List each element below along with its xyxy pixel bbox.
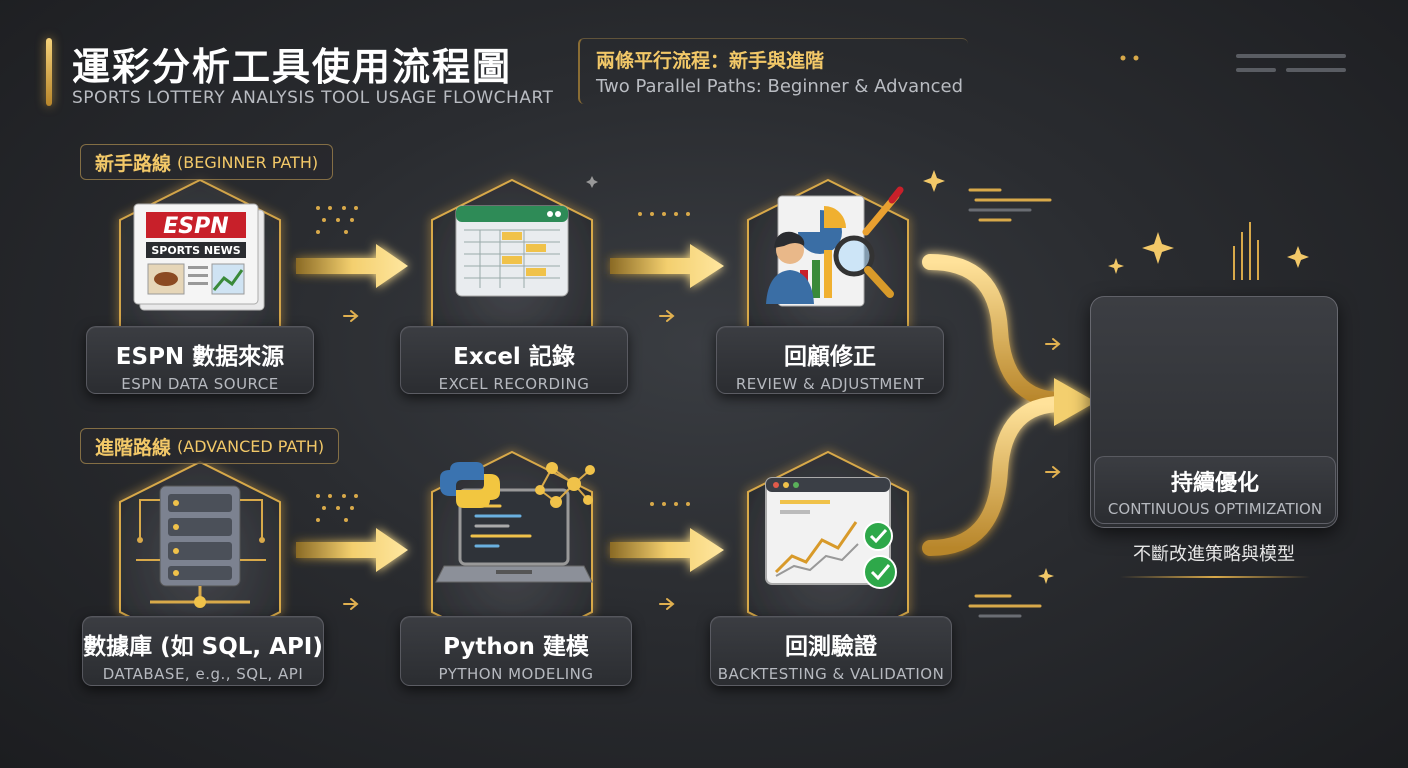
step-card-espn: ESPN 數据來源 ESPN DATA SOURCE bbox=[86, 326, 314, 394]
subtitle-frame bbox=[578, 38, 968, 104]
step-title: ESPN 數据來源 bbox=[115, 344, 285, 370]
espn-logo-text: ESPN bbox=[163, 214, 228, 239]
spreadsheet-icon bbox=[455, 205, 569, 297]
arrow-beginner-2 bbox=[610, 244, 724, 288]
merge-arrow bbox=[922, 254, 1096, 556]
arrow-beginner-1 bbox=[296, 244, 408, 288]
step-title: 回測驗證 bbox=[785, 634, 877, 660]
sports-news-text: SPORTS NEWS bbox=[151, 244, 240, 257]
arrow-advanced-1 bbox=[296, 528, 408, 572]
page-title-english: SPORTS LOTTERY ANALYSIS TOOL USAGE FLOWC… bbox=[72, 88, 554, 108]
advanced-path-label: 進階路線 (ADVANCED PATH) bbox=[80, 428, 340, 464]
newspaper-icon: ESPN SPORTS NEWS bbox=[133, 203, 265, 311]
step-title: Python 建模 bbox=[443, 634, 589, 660]
page-title: 運彩分析工具使用流程圖 bbox=[72, 45, 513, 89]
advanced-path-label-en: (ADVANCED PATH) bbox=[177, 436, 325, 456]
python-laptop-icon bbox=[435, 462, 595, 583]
final-underline bbox=[1120, 576, 1310, 578]
step-card-database: 數據庫 (如 SQL, API) DATABASE, e.g., SQL, AP… bbox=[82, 616, 324, 686]
final-step-title: 持續優化 bbox=[1170, 471, 1259, 496]
review-magnifier-icon bbox=[766, 186, 904, 307]
beginner-path-label-en: (BEGINNER PATH) bbox=[177, 152, 319, 172]
arrow-advanced-2 bbox=[610, 528, 724, 572]
sparkles bbox=[586, 170, 1309, 584]
title-accent-bar bbox=[46, 38, 52, 106]
decor-bars bbox=[1233, 222, 1259, 280]
step-card-review: 回顧修正 REVIEW & ADJUSTMENT bbox=[716, 326, 944, 394]
small-chevrons bbox=[343, 310, 1061, 610]
beginner-path-label: 新手路線 (BEGINNER PATH) bbox=[80, 144, 334, 180]
step-subtitle: BACKTESTING & VALIDATION bbox=[717, 665, 945, 683]
subtitle-zh: 兩條平行流程：新手與進階 bbox=[596, 50, 825, 72]
step-subtitle: DATABASE, e.g., SQL, API bbox=[102, 665, 304, 683]
final-step-subtitle: CONTINUOUS OPTIMIZATION bbox=[1107, 500, 1323, 518]
subtitle-en: Two Parallel Paths: Beginner & Advanced bbox=[596, 76, 964, 97]
step-card-python: Python 建模 PYTHON MODELING bbox=[400, 616, 632, 686]
step-subtitle: PYTHON MODELING bbox=[438, 665, 594, 683]
step-card-backtest: 回測驗證 BACKTESTING & VALIDATION bbox=[710, 616, 952, 686]
advanced-path-label-zh: 進階路線 bbox=[95, 436, 172, 459]
backtest-chart-icon bbox=[765, 477, 897, 589]
step-title: 回顧修正 bbox=[784, 344, 876, 370]
step-title: Excel 記錄 bbox=[453, 344, 575, 370]
decor-lines bbox=[968, 188, 1052, 618]
database-server-icon bbox=[136, 485, 266, 608]
step-card-excel: Excel 記錄 EXCEL RECORDING bbox=[400, 326, 628, 394]
step-title: 數據庫 (如 SQL, API) bbox=[83, 634, 323, 660]
step-subtitle: EXCEL RECORDING bbox=[438, 375, 590, 393]
decor-dot-clusters bbox=[316, 206, 690, 522]
beginner-path-label-zh: 新手路線 bbox=[95, 152, 172, 175]
decor-dots-top-right bbox=[1120, 54, 1346, 72]
step-subtitle: REVIEW & ADJUSTMENT bbox=[735, 375, 925, 393]
final-step-card: 持續優化 CONTINUOUS OPTIMIZATION bbox=[1094, 456, 1336, 524]
final-step-note: 不斷改進策略與模型 bbox=[1133, 544, 1295, 565]
step-subtitle: ESPN DATA SOURCE bbox=[121, 375, 279, 393]
